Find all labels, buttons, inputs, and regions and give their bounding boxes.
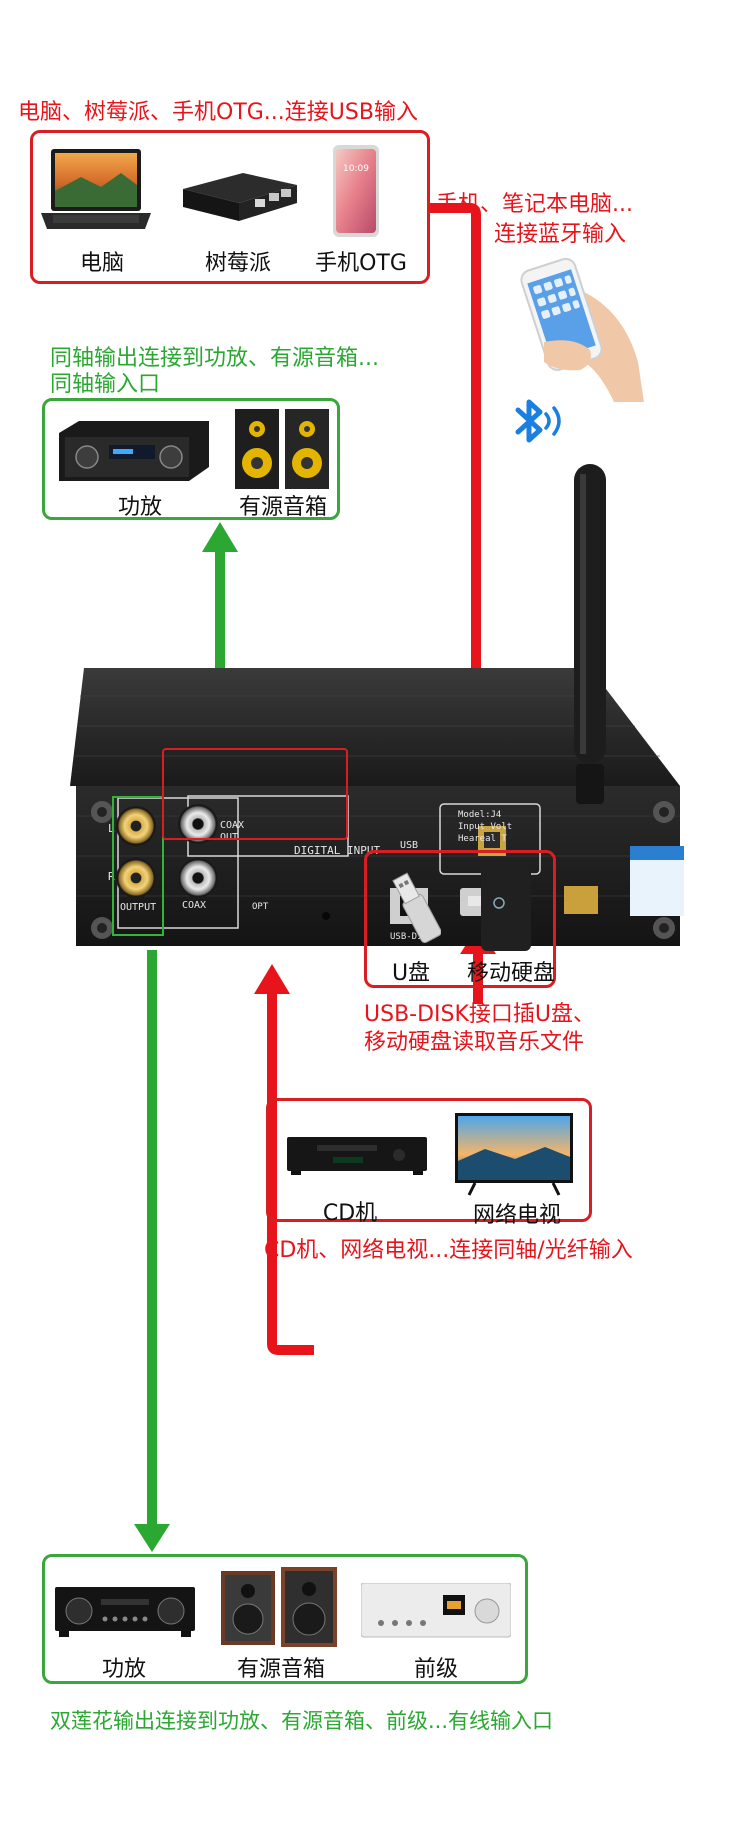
panel-label-opt: OPT	[252, 902, 269, 912]
dac-device: L R OUTPUT COAX OUT COAX OPT DIGITAL INP…	[70, 656, 684, 956]
panel-label-heareal: Heareal T	[458, 834, 507, 844]
panel-label-usb: USB	[400, 840, 419, 851]
coax-out-caption-line2: 同轴输入口	[50, 372, 161, 397]
device-label-network-tv: 网络电视	[472, 1203, 561, 1228]
device-label-amplifier: 功放	[117, 495, 162, 520]
analog-output-devices-box: 功放 有源音箱 前级	[42, 1554, 528, 1684]
coax-opt-arrow-head	[254, 964, 290, 994]
device-label-usb-stick: U盘	[391, 961, 431, 986]
panel-label-usb-disk: USB-DISK	[390, 932, 434, 942]
amplifier-icon	[55, 1587, 195, 1639]
rca-output-right-jack	[116, 858, 156, 898]
panel-label-input-volt: Input Volt	[458, 822, 513, 832]
panel-label-output: OUTPUT	[120, 902, 157, 913]
coax-opt-input-line	[267, 990, 314, 1355]
usb-connection-line	[430, 203, 481, 784]
coax-out-arrow-head	[202, 522, 238, 552]
tv-icon	[455, 1113, 573, 1197]
coax-out-caption-line1: 同轴输出连接到功放、有源音箱...	[50, 346, 379, 371]
device-label-portable-hdd: 移动硬盘	[466, 961, 555, 986]
rca-output-left-jack	[116, 806, 156, 846]
device-label-computer: 电脑	[79, 251, 124, 276]
bluetooth-icon	[510, 396, 566, 446]
device-label-preamp: 前级	[413, 1657, 458, 1682]
analog-output-highlight	[112, 796, 164, 936]
digital-input-highlight	[162, 748, 348, 840]
usb-stick-icon	[391, 867, 442, 947]
coax-in-jack	[178, 858, 218, 898]
hand-phone-icon	[514, 252, 644, 402]
usb-disk-box: U盘 移动硬盘	[364, 850, 556, 988]
panel-label-r: R	[108, 870, 115, 883]
cd-player-icon	[287, 1137, 427, 1175]
raspberry-pi-icon	[173, 167, 303, 227]
analog-output-arrow-head	[134, 1524, 170, 1552]
usb-input-caption: 电脑、树莓派、手机OTG...连接USB输入	[18, 100, 418, 125]
speaker-icon	[235, 409, 331, 491]
coax-opt-input-caption: CD机、网络电视...连接同轴/光纤输入	[264, 1238, 633, 1263]
amplifier-icon	[59, 421, 209, 483]
panel-label-coax: COAX	[182, 900, 207, 911]
device-label-phone-otg: 手机OTG	[315, 251, 407, 276]
coax-out-jack	[178, 804, 218, 844]
preamp-icon	[360, 1582, 512, 1643]
usb-disk-caption-line2: 移动硬盘读取音乐文件	[364, 1030, 585, 1055]
laptop-icon	[41, 147, 151, 233]
usb-sources-box: 10:09 电脑 树莓派 手机OTG	[30, 130, 430, 284]
device-label-raspberry-pi: 树莓派	[204, 251, 271, 276]
coax-out-devices-box: 功放 有源音箱	[42, 398, 340, 520]
device-label-active-speakers: 有源音箱	[238, 495, 327, 520]
antenna	[560, 464, 620, 844]
speaker-icon	[221, 1567, 339, 1649]
panel-label-coax-out: COAX OUT	[220, 820, 245, 843]
phone-icon: 10:09	[331, 143, 381, 239]
usb-disk-caption-line1: USB-DISK接口插U盘、	[364, 1002, 596, 1027]
device-label-amplifier: 功放	[101, 1657, 146, 1682]
hard-drive-icon	[479, 863, 535, 953]
analog-output-caption: 双莲花输出连接到功放、有源音箱、前级...有线输入口	[50, 1709, 554, 1733]
device-label-cd-player: CD机	[322, 1201, 378, 1226]
panel-label-model: Model:J4	[458, 810, 502, 820]
coax-opt-sources-box: CD机 网络电视	[266, 1098, 592, 1228]
device-label-active-speakers: 有源音箱	[236, 1657, 325, 1682]
bluetooth-caption-line2: 连接蓝牙输入	[494, 222, 627, 247]
panel-label-digital-input: DIGITAL INPUT	[294, 844, 381, 857]
panel-label-l: L	[108, 822, 115, 835]
svg-text:10:09: 10:09	[343, 164, 369, 174]
